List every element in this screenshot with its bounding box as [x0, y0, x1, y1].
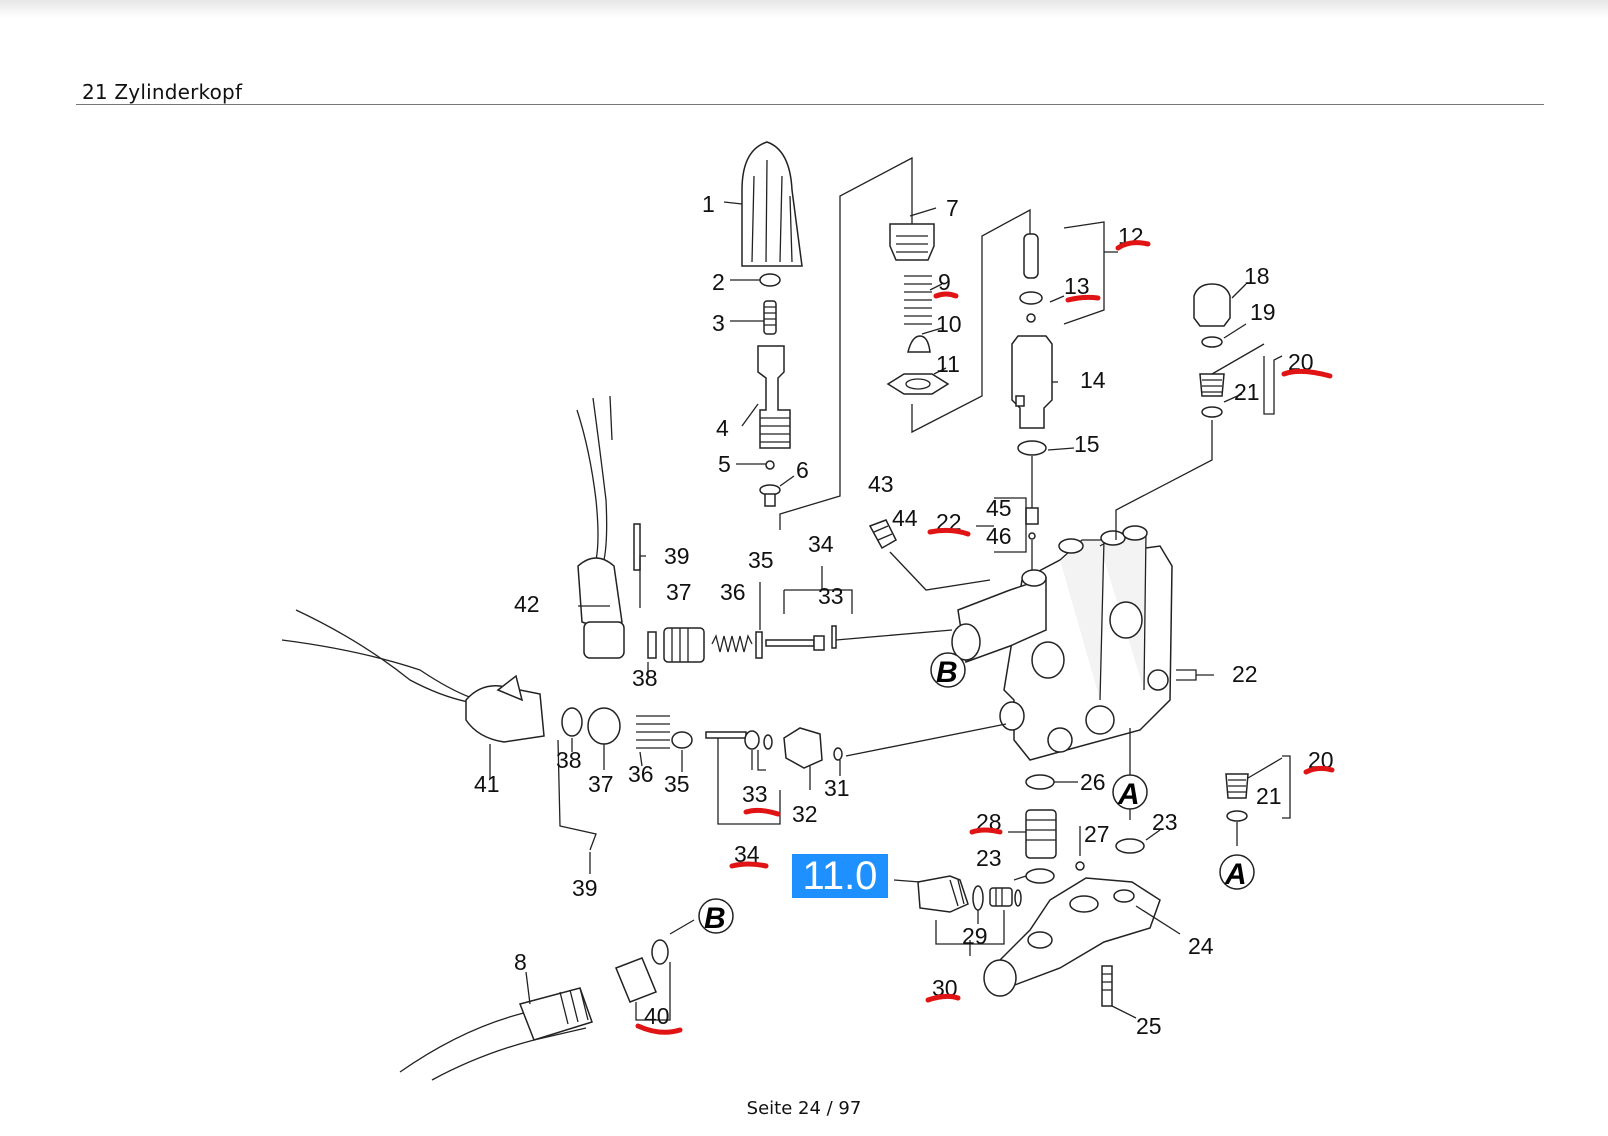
reference-markers: B A A B	[698, 652, 1255, 935]
part-label-23-left: 23	[976, 845, 1002, 871]
part-label-36-lower: 36	[628, 761, 654, 787]
red-mark-13	[1065, 294, 1101, 303]
part-label-41: 41	[474, 771, 500, 797]
part-label-27: 27	[1084, 821, 1110, 847]
part-label-1: 1	[702, 191, 715, 217]
red-mark-34	[729, 861, 769, 869]
part-label-10: 10	[936, 311, 962, 337]
red-mark-33	[743, 807, 781, 817]
part-label-6: 6	[796, 457, 809, 483]
ref-marker-a-top-label: A	[1117, 778, 1140, 811]
part-label-13: 13	[1064, 273, 1090, 299]
ref-marker-b-bottom	[698, 898, 734, 934]
part-label-24: 24	[1188, 933, 1214, 959]
part-label-40: 40	[644, 1003, 670, 1029]
callout-tag-text: 11.0	[802, 854, 878, 898]
part-label-32: 32	[792, 801, 818, 827]
part-label-2: 2	[712, 269, 725, 295]
part-label-14: 14	[1080, 367, 1106, 393]
ref-marker-b-top	[930, 652, 966, 688]
red-mark-9	[933, 291, 959, 299]
title-divider	[76, 104, 1544, 105]
callout-tag-11: 11.0	[792, 854, 888, 898]
part-label-3: 3	[712, 310, 725, 336]
part-label-7: 7	[946, 195, 959, 221]
part-label-8: 8	[514, 949, 527, 975]
part-label-44: 44	[892, 505, 918, 531]
red-mark-20-lower	[1303, 765, 1335, 775]
part-label-35-lower: 35	[664, 771, 690, 797]
part-label-36-upper: 36	[720, 579, 746, 605]
part-label-34-upper: 34	[808, 531, 834, 557]
part-label-11: 11	[936, 351, 960, 377]
part-label-33-upper: 33	[818, 583, 844, 609]
part-label-21-upper: 21	[1234, 379, 1260, 405]
part-drawings	[281, 141, 1249, 1081]
part-label-19: 19	[1250, 299, 1276, 325]
part-label-46: 46	[986, 523, 1012, 549]
part-label-38-upper: 38	[632, 665, 658, 691]
part-label-43: 43	[868, 471, 894, 497]
part-label-35-upper: 35	[748, 547, 774, 573]
part-label-39-lower: 39	[572, 875, 598, 901]
ref-marker-a-bottom	[1219, 854, 1255, 890]
part-label-23-right: 23	[1152, 809, 1178, 835]
red-mark-30	[925, 993, 961, 1003]
page-indicator: Seite 24 / 97	[746, 1098, 862, 1119]
red-mark-28	[969, 827, 1003, 835]
part-label-39-upper: 39	[664, 543, 690, 569]
part-label-29: 29	[962, 923, 988, 949]
red-mark-22	[927, 527, 971, 537]
part-label-26: 26	[1080, 769, 1106, 795]
part-label-37-lower: 37	[588, 771, 614, 797]
part-label-21-lower: 21	[1256, 783, 1282, 809]
red-mark-12	[1115, 240, 1151, 251]
page-title: 21 Zylinderkopf	[82, 80, 243, 104]
part-label-5: 5	[718, 451, 731, 477]
part-label-45: 45	[986, 495, 1012, 521]
part-label-9: 9	[938, 269, 951, 295]
ref-marker-a-top	[1112, 774, 1148, 810]
part-label-25: 25	[1136, 1013, 1162, 1039]
red-mark-40	[635, 1023, 683, 1035]
red-mark-20-upper	[1281, 368, 1333, 379]
ref-marker-b-bottom-label: B	[704, 902, 726, 935]
part-label-15: 15	[1074, 431, 1100, 457]
part-label-37-upper: 37	[666, 579, 692, 605]
ref-marker-b-top-label: B	[936, 656, 958, 689]
part-label-42: 42	[514, 591, 540, 617]
part-label-18: 18	[1244, 263, 1270, 289]
viewer-top-bar	[0, 0, 1608, 18]
part-label-4: 4	[716, 415, 729, 441]
part-label-31: 31	[824, 775, 850, 801]
ref-marker-a-bottom-label: A	[1224, 858, 1247, 891]
red-highlight-marks	[635, 240, 1335, 1035]
part-label-22-right: 22	[1232, 661, 1258, 687]
part-label-38-lower: 38	[556, 747, 582, 773]
part-label-33-lower: 33	[742, 781, 768, 807]
